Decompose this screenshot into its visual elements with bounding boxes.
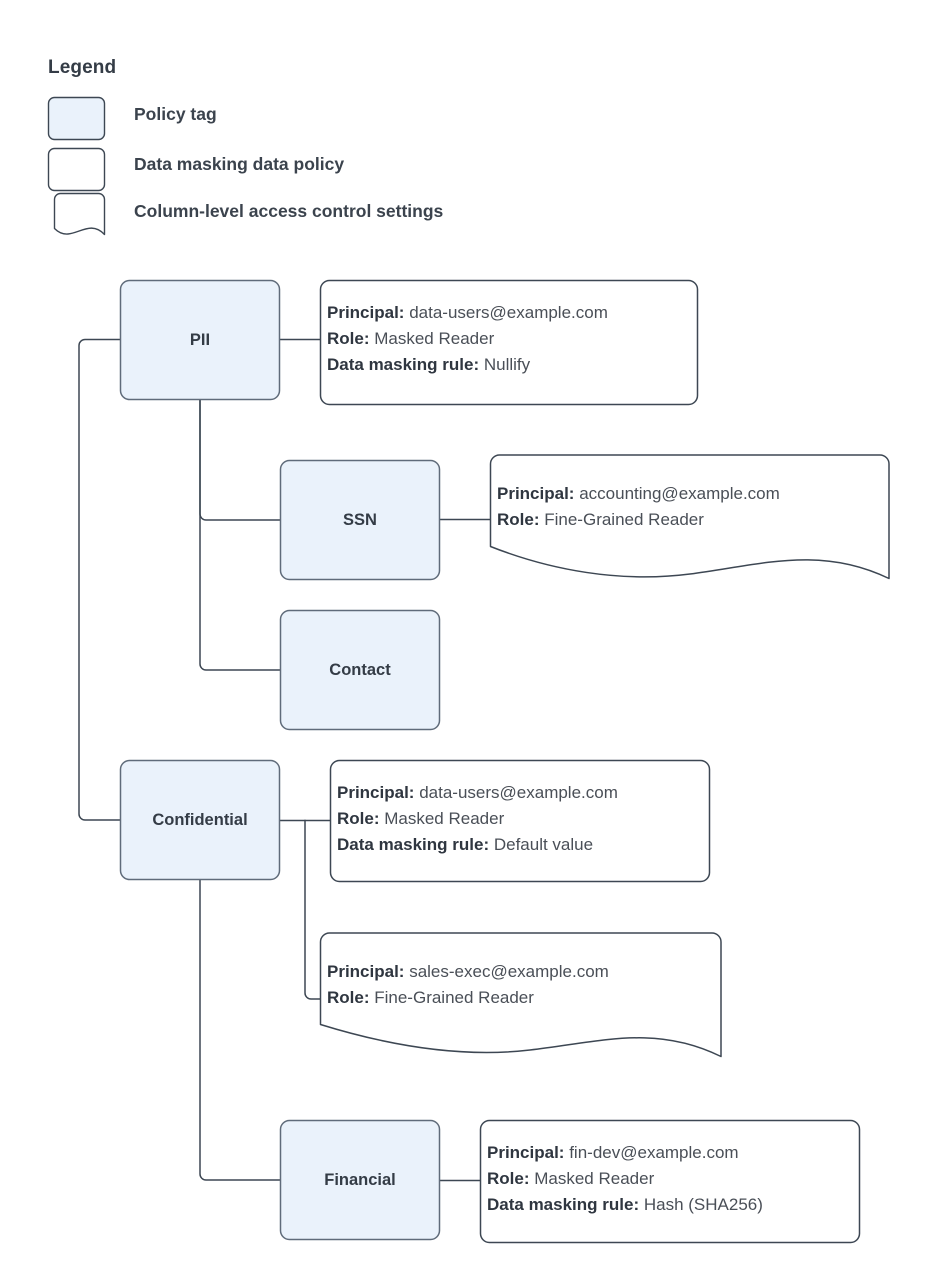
legend-label-column-access-settings: Column-level access control settings — [134, 201, 444, 221]
legend-swatch-data-masking-policy — [47, 147, 106, 192]
node-shape-financial[interactable] — [279, 1119, 441, 1241]
connector-pii-contact — [199, 399, 281, 671]
connector-confidential-financial — [199, 879, 281, 1181]
node-shape-pii[interactable] — [119, 279, 281, 401]
card-shape-confidential-policy[interactable] — [329, 759, 711, 883]
connector-spine-pii-confidential — [78, 338, 121, 821]
node-shape-confidential[interactable] — [119, 759, 281, 881]
card-shape-ssn-access[interactable] — [489, 454, 890, 580]
card-shape-pii-policy[interactable] — [319, 279, 699, 406]
node-shape-contact[interactable] — [279, 609, 441, 731]
legend-swatch-column-access-settings — [53, 192, 106, 236]
card-shape-financial-policy[interactable] — [479, 1119, 861, 1244]
legend-swatch-policy-tag — [47, 96, 106, 141]
connector-confidential-access-card — [304, 819, 323, 1000]
card-shape-confidential-access[interactable] — [319, 932, 722, 1058]
legend-label-policy-tag: Policy tag — [134, 104, 217, 124]
legend-label-data-masking-policy: Data masking data policy — [134, 154, 345, 174]
legend-title: Legend — [48, 57, 117, 78]
node-shape-ssn[interactable] — [279, 459, 441, 581]
